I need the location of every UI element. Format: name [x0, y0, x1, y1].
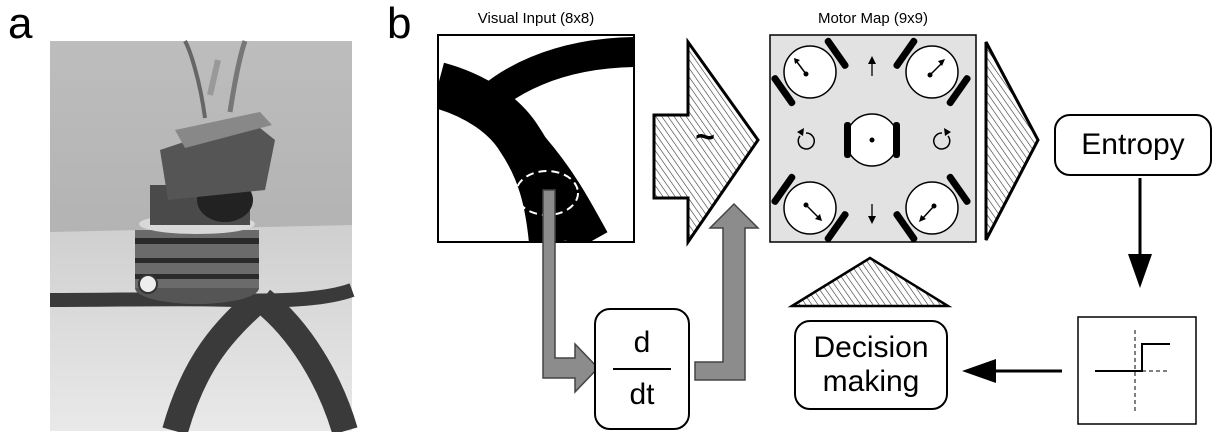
panel-label-b: b	[387, 0, 412, 48]
decision-line-1: Decision	[813, 331, 929, 364]
motor-map-title: Motor Map (9x9)	[817, 10, 929, 27]
motor-unit-bottom-right	[893, 173, 971, 243]
rotate-cw-icon	[933, 128, 951, 150]
entropy-box: Entropy	[1054, 114, 1212, 176]
rotate-ccw-icon	[797, 128, 815, 150]
arrow-entropy-to-threshold	[1128, 178, 1152, 288]
fraction-bar	[613, 368, 671, 370]
motor-unit-center	[844, 113, 900, 167]
gray-arrow-to-transform	[694, 202, 760, 381]
derivative-box: d dt	[594, 308, 690, 430]
visual-input-image	[437, 34, 635, 243]
motor-unit-top-right	[893, 37, 971, 107]
motor-unit-top-left	[771, 37, 849, 107]
transform-symbol: ~	[695, 118, 715, 156]
motor-unit-bottom-left	[771, 173, 849, 243]
output-triangle	[984, 41, 1040, 241]
threshold-function	[1077, 316, 1197, 425]
decision-line-2: making	[822, 365, 920, 398]
modulation-triangle	[787, 256, 953, 308]
arrow-threshold-to-decision	[962, 359, 1062, 383]
visual-input-title: Visual Input (8x8)	[477, 10, 595, 27]
gray-arrow-to-derivative	[542, 189, 600, 394]
arrow-down-icon	[868, 204, 876, 224]
transform-arrow	[652, 37, 760, 247]
derivative-numerator: d	[633, 326, 651, 359]
panel-label-a: a	[8, 0, 33, 48]
motor-map	[769, 34, 977, 243]
derivative-denominator: dt	[629, 378, 655, 411]
arrow-up-icon	[868, 56, 876, 76]
decision-making-box: Decision making	[794, 320, 948, 410]
